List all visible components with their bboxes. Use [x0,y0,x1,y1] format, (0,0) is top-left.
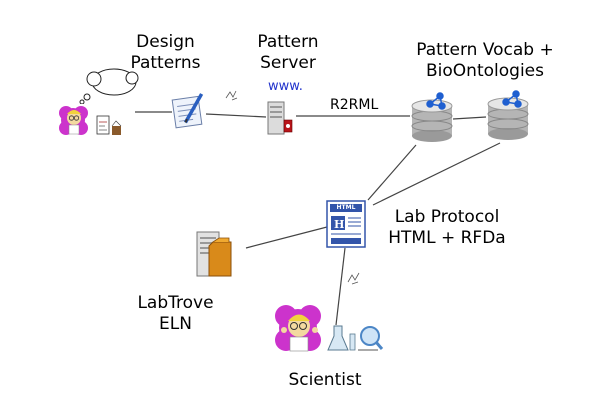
html-document-icon: H HTML [326,200,366,248]
pattern-server-icon [267,101,293,135]
link-design-server [205,113,267,118]
r2rml-label: R2RML [330,97,379,113]
scientist-label: Scientist [288,370,362,390]
link-vocab-db2 [452,116,487,120]
www-label: www. [268,79,303,94]
labtrove-label: LabTrove ELN [137,293,214,334]
vocab-label: Pattern Vocab + BioOntologies [416,40,554,81]
floating-notes-icon [225,90,238,101]
html-badge-label: HTML [336,204,356,211]
html-document-body: H [326,200,366,248]
labtrove-server-icon [196,231,232,277]
pattern-server-label: Pattern Server [257,32,319,73]
link-db2-protocol [372,142,501,206]
rdf-database-icon-2 [487,90,529,140]
rdf-database-icon [411,92,453,142]
floating-notes-icon-2 [347,272,360,285]
link-protocol-scientist [335,247,346,326]
link-protocol-labtrove [245,226,328,249]
lab-protocol-label: Lab Protocol HTML + RFDa [388,207,506,248]
design-patterns-label: Design Patterns [130,32,201,73]
design-patterns-notepad-icon [171,93,204,129]
scientist-avatar-icon [59,106,122,135]
thought-bubble-icon [79,68,139,104]
scientist-bottom-avatar-icon [275,305,384,352]
link-vocab-protocol [367,144,417,201]
svg-text:H: H [334,218,344,231]
